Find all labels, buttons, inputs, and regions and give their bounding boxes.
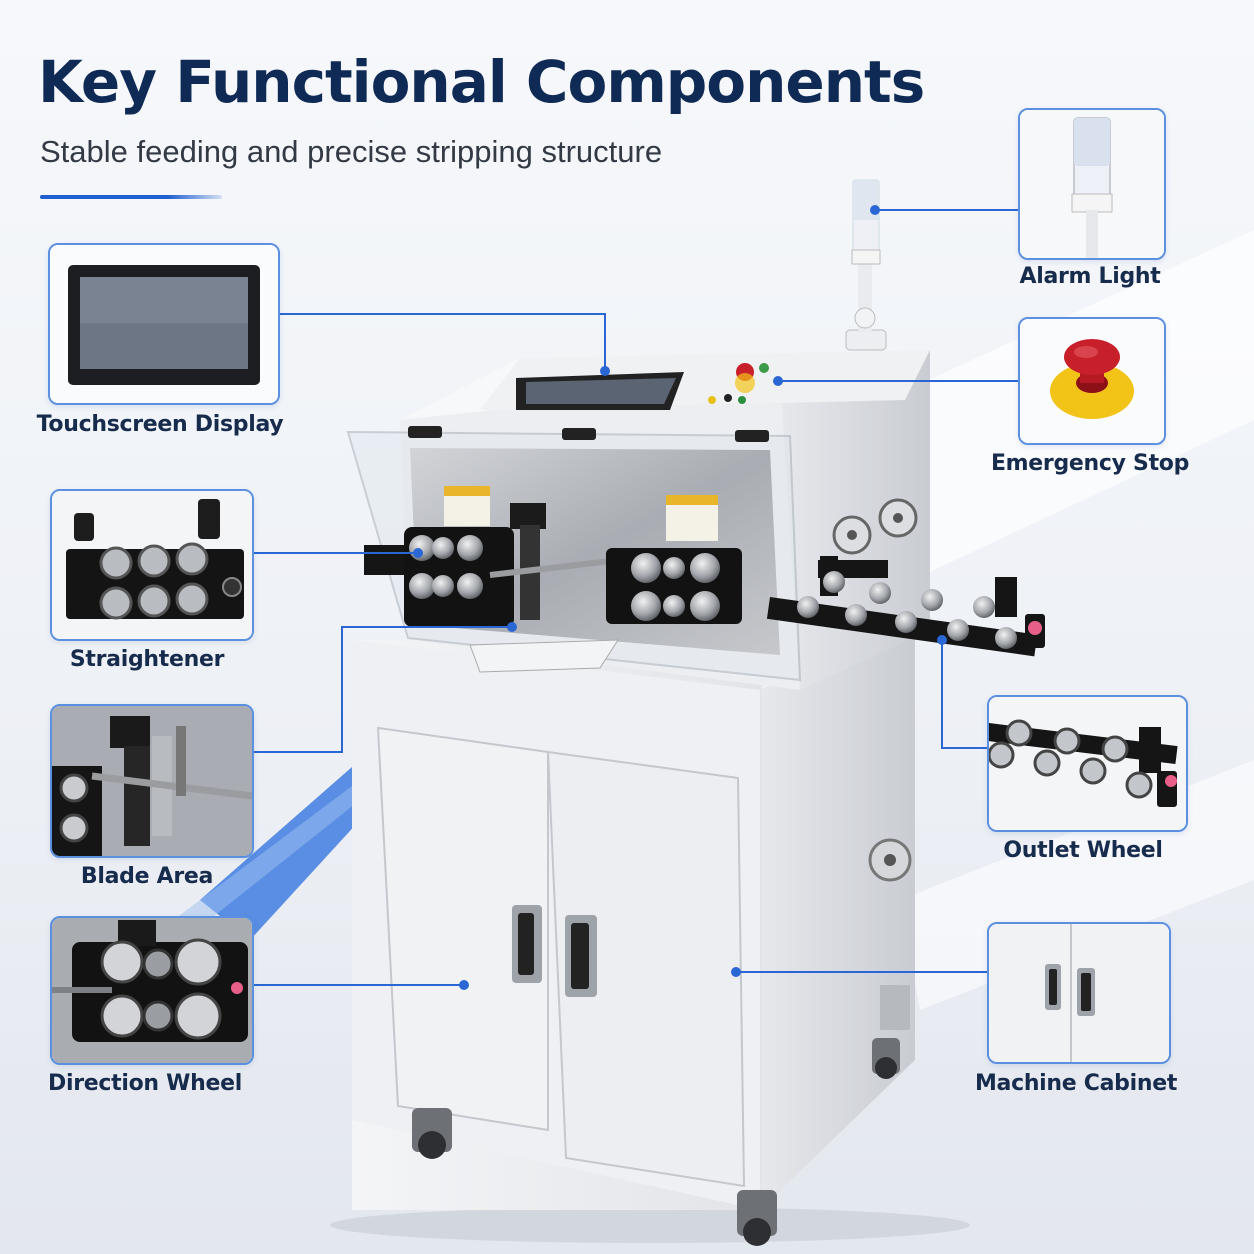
straightener-photo-icon [52,491,252,639]
alarm-light-label: Alarm Light [1019,264,1161,289]
touchscreen-label: Touchscreen Display [36,412,284,437]
blade-area-label: Blade Area [80,864,214,889]
emergency-stop-label: Emergency Stop [990,451,1190,476]
blade-area-photo-icon [52,706,252,856]
page-title: Key Functional Components [38,48,925,116]
outlet-wheel-photo-icon [989,697,1186,830]
emergency-stop-callout [1018,317,1166,445]
emergency-stop-photo-icon [1020,319,1164,443]
machine-cabinet-callout [987,922,1171,1064]
direction-wheel-label: Direction Wheel [48,1071,242,1096]
touchscreen-callout [48,243,280,405]
alarm-light-callout [1018,108,1166,260]
direction-wheel-photo-icon [52,918,252,1063]
machine-cabinet-photo-icon [989,924,1169,1062]
blade-area-callout [50,704,254,858]
title-underline [40,195,222,199]
touchscreen-photo-icon [50,245,278,403]
direction-wheel-callout [50,916,254,1065]
alarm-light-photo-icon [1020,110,1164,258]
straightener-callout [50,489,254,641]
straightener-label: Straightener [69,647,225,672]
page-subtitle: Stable feeding and precise stripping str… [40,134,663,169]
outlet-wheel-label: Outlet Wheel [1003,838,1163,863]
outlet-wheel-callout [987,695,1188,832]
machine-cabinet-label: Machine Cabinet [974,1071,1178,1096]
